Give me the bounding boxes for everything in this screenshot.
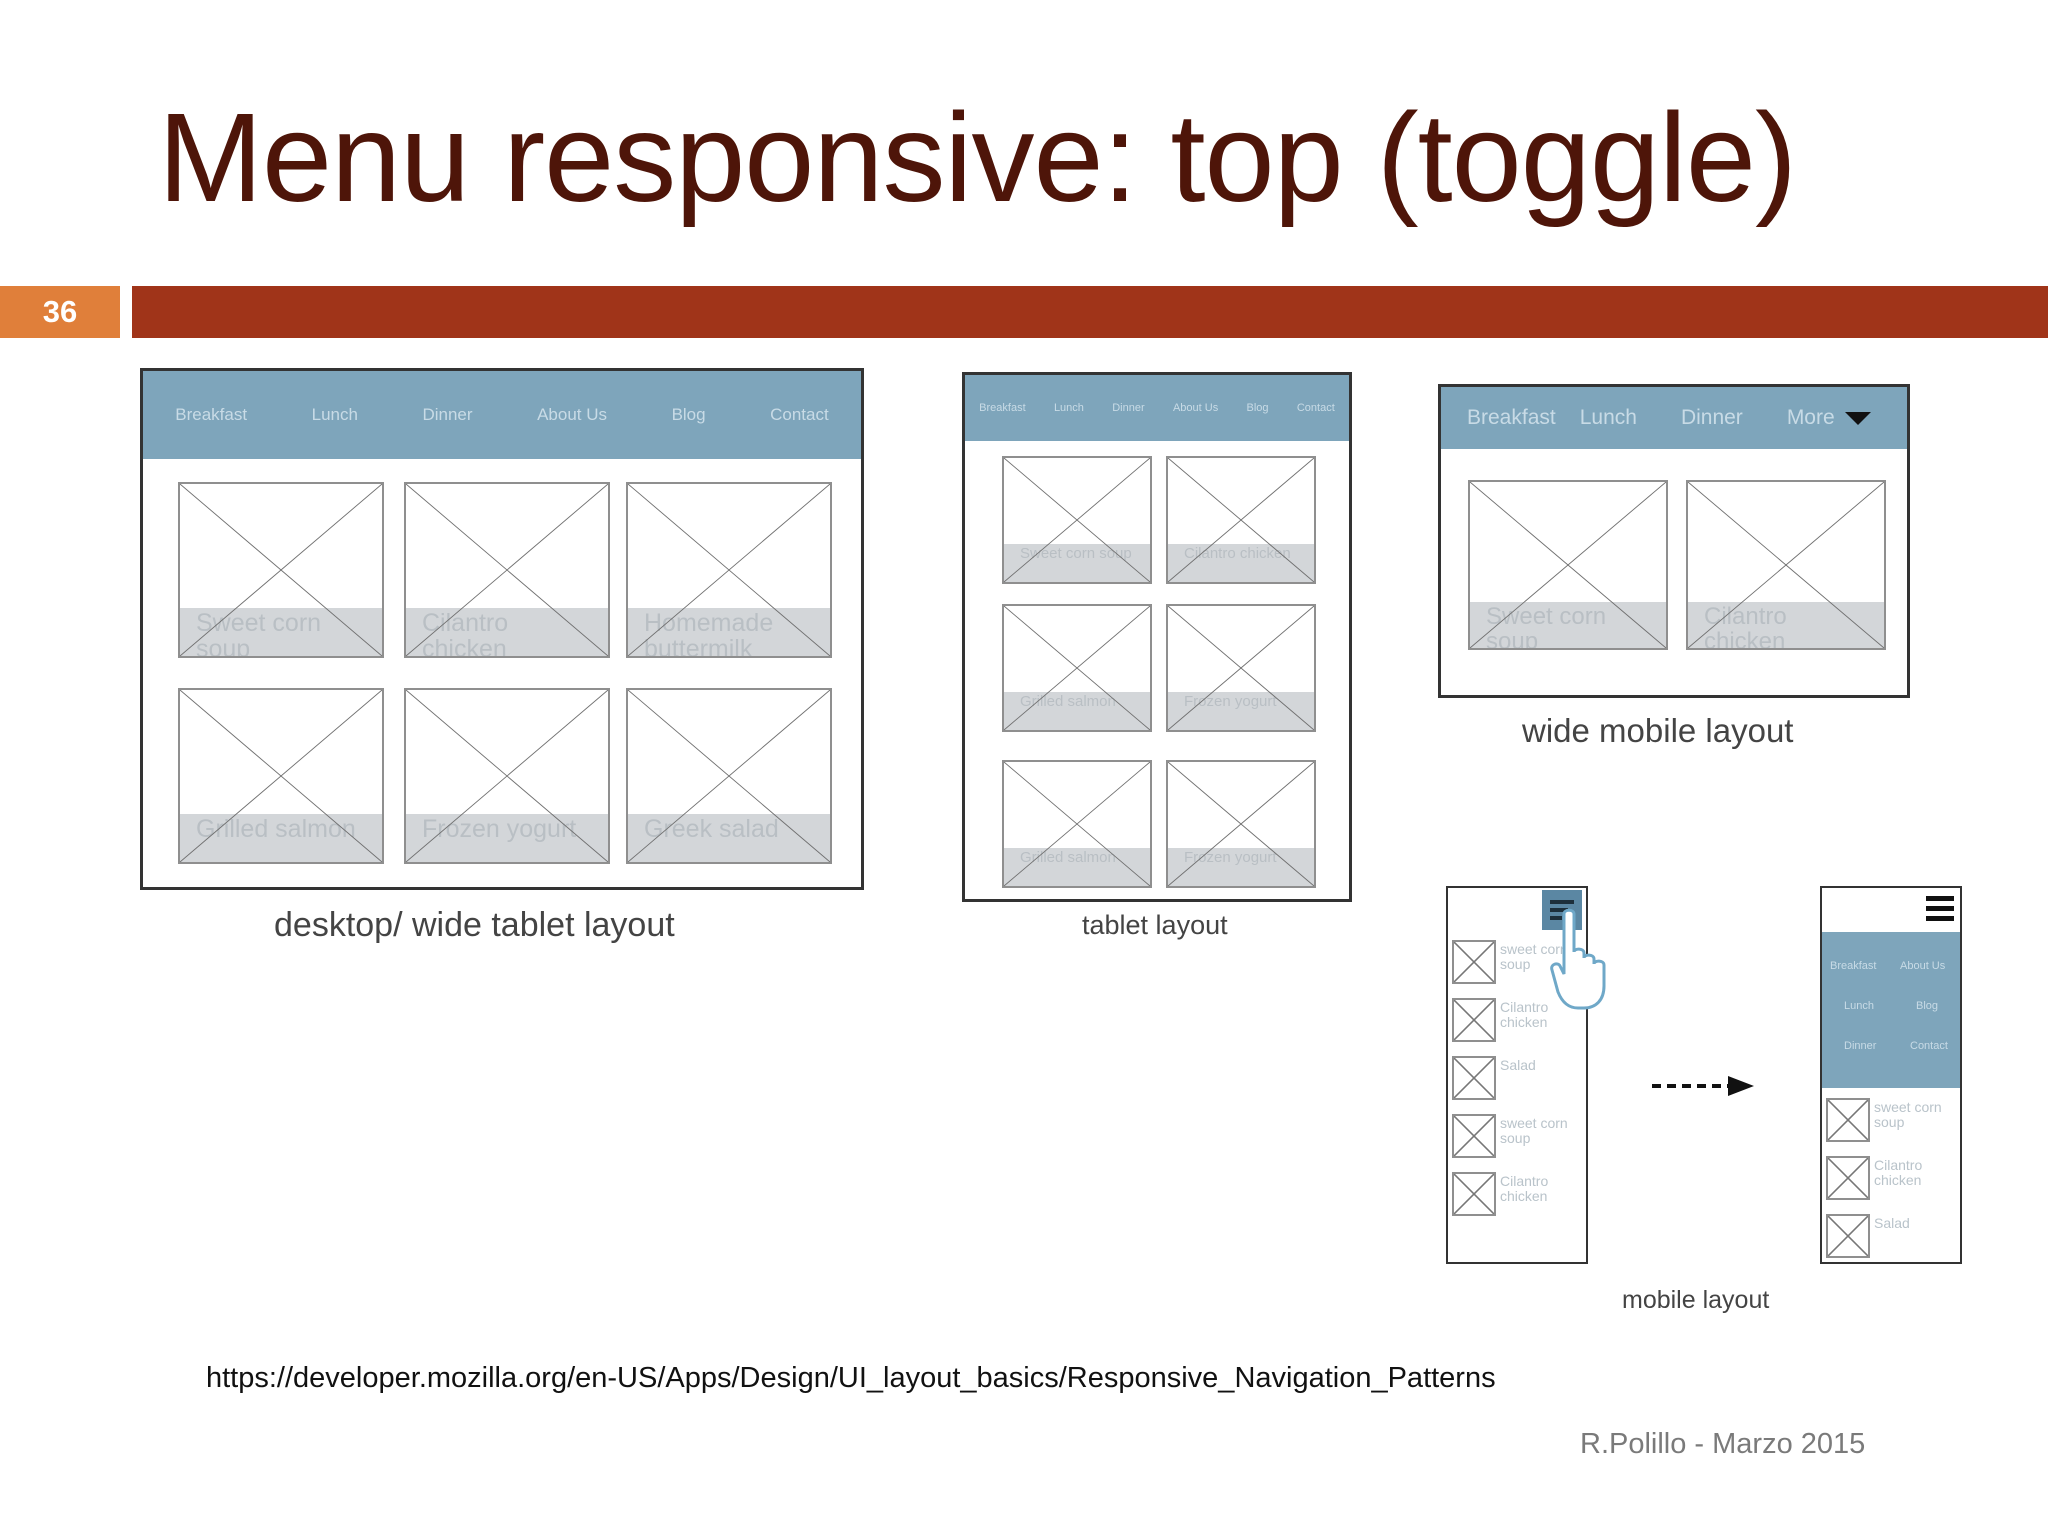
card-caption: Sweet corn soup — [1470, 602, 1666, 648]
image-placeholder-x — [1470, 482, 1666, 648]
nav-item: Lunch — [1579, 406, 1637, 429]
menu-item[interactable]: About Us — [1900, 960, 1946, 972]
nav-item: Blog — [671, 405, 706, 424]
mobile-caption: mobile layout — [1622, 1286, 1770, 1314]
source-url: https://developer.mozilla.org/en-US/Apps… — [206, 1362, 1496, 1394]
image-placeholder — [1826, 1214, 1870, 1258]
wide-mobile-caption: wide mobile layout — [1522, 712, 1794, 749]
card-caption: Frozen yogurt — [1168, 848, 1314, 886]
image-placeholder-card: Greek salad — [626, 688, 832, 864]
image-placeholder-card: Cilantro chicken — [1166, 456, 1316, 584]
image-placeholder-card: Sweet corn soup — [1468, 480, 1668, 650]
image-placeholder-card: Grilled salmon — [1002, 604, 1152, 732]
nav-item: Breakfast — [175, 405, 248, 424]
desktop-nav: Breakfast Lunch Dinner About Us Blog Con… — [143, 371, 861, 459]
image-placeholder-x — [406, 690, 608, 862]
nav-item: About Us — [537, 405, 608, 424]
card-caption: Cilantro chicken — [1168, 544, 1314, 582]
image-placeholder-x — [406, 484, 608, 656]
card-caption: Sweet corn soup — [180, 608, 382, 656]
image-placeholder-card: Sweet corn soup — [178, 482, 384, 658]
image-placeholder-x — [1168, 762, 1314, 886]
nav-item: Contact — [770, 405, 829, 424]
image-placeholder-card: Frozen yogurt — [404, 688, 610, 864]
image-placeholder-card: Cilantro chicken — [1686, 480, 1886, 650]
image-placeholder-x — [1004, 458, 1150, 582]
list-item-label: Cilantro chicken — [1874, 1157, 1923, 1189]
card-caption: Frozen yogurt — [1168, 692, 1314, 730]
slide-title: Menu responsive: top (toggle) — [158, 87, 1797, 228]
image-placeholder-card: Sweet corn soup — [1002, 456, 1152, 584]
nav-item: Breakfast — [1467, 406, 1556, 429]
image-placeholder — [1452, 998, 1496, 1042]
nav-item: Blog — [1246, 402, 1269, 414]
nav-item: Breakfast — [979, 402, 1026, 414]
wide-mobile-nav: Breakfast Lunch Dinner More — [1441, 387, 1907, 449]
menu-item[interactable]: Dinner — [1844, 1040, 1877, 1052]
image-placeholder-x — [180, 484, 382, 656]
list-item-label: Cilantro chicken — [1500, 999, 1549, 1031]
image-placeholder-x — [1168, 458, 1314, 582]
image-placeholder-x — [1004, 762, 1150, 886]
tablet-caption: tablet layout — [1082, 910, 1228, 940]
slide-number: 36 — [0, 286, 120, 338]
mobile-open-menu: Breakfast About Us Lunch Blog Dinner Con… — [1822, 932, 1960, 1088]
card-caption: Cilantro chicken — [1688, 602, 1884, 648]
image-placeholder-card: Frozen yogurt — [1166, 760, 1316, 888]
card-caption: Homemade buttermilk — [628, 608, 830, 656]
image-placeholder-card: Cilantro chicken — [404, 482, 610, 658]
desktop-caption: desktop/ wide tablet layout — [274, 906, 675, 944]
card-caption: Cilantro chicken — [406, 608, 608, 656]
nav-item: Dinner — [422, 405, 473, 424]
image-placeholder-x — [1688, 482, 1884, 648]
hand-pointer-icon — [1550, 908, 1606, 1010]
image-placeholder — [1452, 940, 1496, 984]
card-caption: Sweet corn soup — [1004, 544, 1150, 582]
nav-item: About Us — [1172, 402, 1219, 414]
tablet-nav: Breakfast Lunch Dinner About Us Blog Con… — [965, 375, 1349, 441]
image-placeholder — [1826, 1156, 1870, 1200]
nav-item: Contact — [1296, 402, 1335, 414]
list-item-label: Salad — [1500, 1057, 1536, 1073]
menu-item[interactable]: Breakfast — [1830, 960, 1877, 972]
list-item-label: Salad — [1874, 1215, 1910, 1231]
image-placeholder-card: Grilled salmon — [178, 688, 384, 864]
list-item-label: sweet corn soup — [1500, 1115, 1568, 1147]
card-caption: Grilled salmon — [1004, 692, 1150, 730]
mobile-frame-after: Breakfast About Us Lunch Blog Dinner Con… — [1820, 886, 1962, 1264]
mobile-frame-before: sweet corn soup Cilantro chicken Salad s… — [1446, 886, 1588, 1264]
dashed-arrow-icon — [1652, 1076, 1754, 1096]
card-caption: Grilled salmon — [180, 814, 382, 862]
image-placeholder-x — [628, 484, 830, 656]
image-placeholder-x — [1168, 606, 1314, 730]
list-item-label: sweet corn soup — [1874, 1099, 1942, 1131]
image-placeholder — [1452, 1114, 1496, 1158]
triangle-down-icon — [1844, 411, 1871, 425]
image-placeholder-card: Homemade buttermilk — [626, 482, 832, 658]
nav-item: Dinner — [1112, 402, 1145, 414]
menu-item[interactable]: Blog — [1916, 1000, 1939, 1012]
nav-item-more: More — [1786, 406, 1835, 429]
image-placeholder-card: Frozen yogurt — [1166, 604, 1316, 732]
card-caption: Frozen yogurt — [406, 814, 608, 862]
image-placeholder-x — [180, 690, 382, 862]
image-placeholder-x — [628, 690, 830, 862]
menu-item[interactable]: Contact — [1910, 1040, 1948, 1052]
title-divider-bar — [132, 286, 2048, 338]
image-placeholder-card: Grilled salmon — [1002, 760, 1152, 888]
card-caption: Grilled salmon — [1004, 848, 1150, 886]
image-placeholder-x — [1004, 606, 1150, 730]
footer-credit: R.Polillo - Marzo 2015 — [1580, 1428, 1866, 1460]
image-placeholder — [1452, 1056, 1496, 1100]
menu-item[interactable]: Lunch — [1844, 1000, 1874, 1012]
image-placeholder — [1826, 1098, 1870, 1142]
nav-item: Dinner — [1680, 406, 1743, 429]
nav-item: Lunch — [1053, 402, 1084, 414]
image-placeholder — [1452, 1172, 1496, 1216]
nav-item: Lunch — [311, 405, 358, 424]
hamburger-menu-icon[interactable] — [1920, 890, 1960, 930]
list-item-label: sweet corn soup — [1500, 941, 1568, 973]
list-item-label: Cilantro chicken — [1500, 1173, 1549, 1205]
